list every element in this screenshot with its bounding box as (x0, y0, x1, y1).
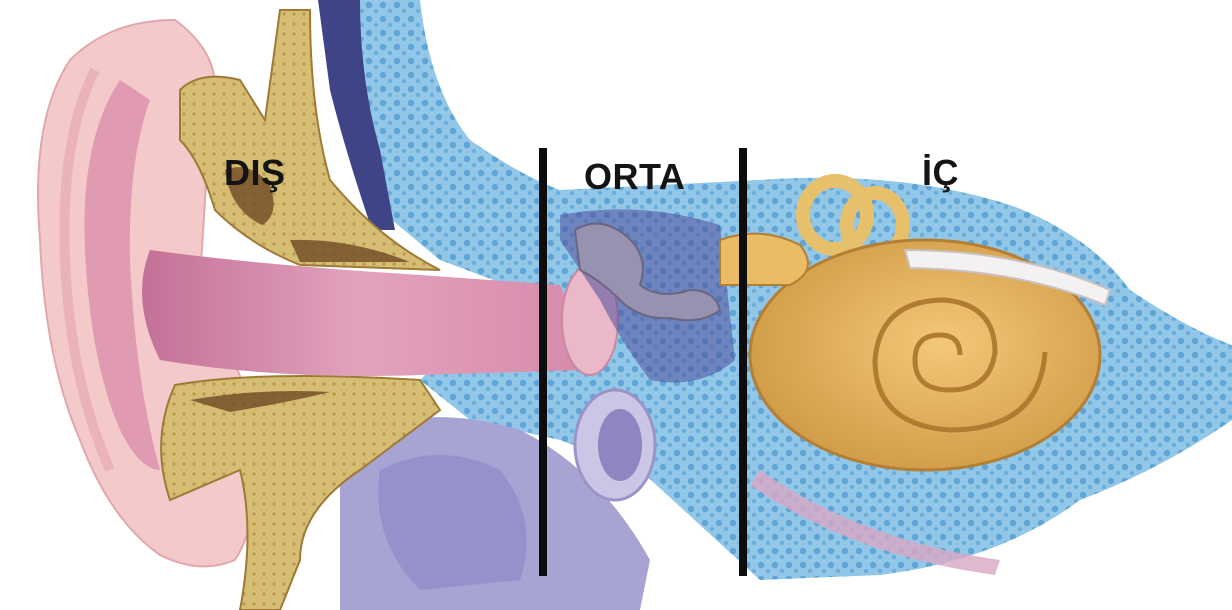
middle-ear-label: ORTA (584, 156, 685, 198)
eustachian-tube-opening (598, 409, 642, 481)
outer-ear-label: DIŞ (224, 152, 286, 194)
inner-ear-label: İÇ (922, 152, 959, 194)
middle-inner-divider (739, 148, 747, 576)
outer-middle-divider (539, 148, 547, 576)
